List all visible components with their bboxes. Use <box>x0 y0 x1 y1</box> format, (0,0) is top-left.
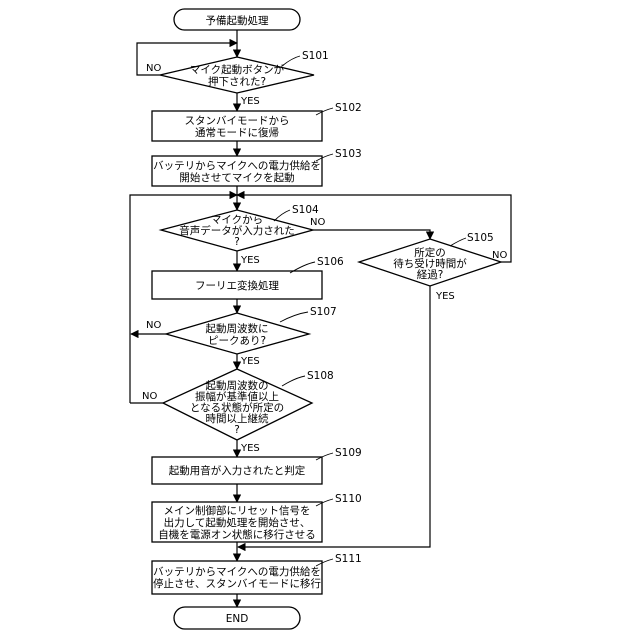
process-s106-text: フーリエ変換処理 <box>195 279 279 292</box>
text-line: 停止させ、スタンバイモードに移行 <box>153 577 321 590</box>
label-s105-no: NO <box>492 250 507 261</box>
text-line: ? <box>234 424 240 436</box>
edge-s104-no <box>313 230 430 239</box>
leader-s101 <box>282 56 300 66</box>
leader-s108 <box>282 376 305 386</box>
label-s104-yes: YES <box>240 255 260 266</box>
text-line: 開始させてマイクを起動 <box>179 171 294 184</box>
decision-s104-text: マイクから音声データが入力された? <box>179 214 295 248</box>
label-s108-no: NO <box>142 391 157 402</box>
node-texts: 予備起動処理 マイク起動ボタンが押下された? スタンバイモードから通常モードに復… <box>153 14 467 625</box>
text-line: 起動用音が入力されたと判定 <box>169 464 306 477</box>
label-s108-yes: YES <box>240 443 260 454</box>
label-s101-no: NO <box>146 63 161 74</box>
process-s110-text: メイン制御部にリセット信号を出力して起動処理を開始させ、自機を電源オン状態に移行… <box>158 504 316 541</box>
end-label: END <box>226 613 249 625</box>
text-line: 押下された? <box>208 75 266 88</box>
leader-s105 <box>450 238 466 246</box>
text-line: ピークあり? <box>208 335 266 347</box>
text-line: メイン制御部にリセット信号を <box>164 504 311 517</box>
text-line: フーリエ変換処理 <box>195 279 279 292</box>
start-label: 予備起動処理 <box>206 14 269 27</box>
step-s108: S108 <box>307 370 334 382</box>
label-s101-yes: YES <box>240 96 260 107</box>
step-s103: S103 <box>335 148 362 160</box>
step-s107: S107 <box>310 306 337 318</box>
text-line: バッテリからマイクへの電力供給を <box>153 159 321 172</box>
label-s107-no: NO <box>146 320 161 331</box>
decision-s107-text: 起動周波数にピークあり? <box>206 322 269 347</box>
text-line: 出力して起動処理を開始させ、 <box>164 516 311 529</box>
text-line: END <box>226 613 249 625</box>
step-s105: S105 <box>467 232 494 244</box>
step-s109: S109 <box>335 447 362 459</box>
step-s110: S110 <box>335 493 362 505</box>
text-line: 自機を電源オン状態に移行させる <box>158 528 316 541</box>
leader-s104 <box>274 210 290 221</box>
step-s101: S101 <box>302 50 329 62</box>
label-s105-yes: YES <box>435 291 455 302</box>
process-s109-text: 起動用音が入力されたと判定 <box>169 464 306 477</box>
step-s102: S102 <box>335 102 362 114</box>
text-line: バッテリからマイクへの電力供給を <box>153 565 321 578</box>
text-line: 通常モードに復帰 <box>195 126 279 139</box>
label-s104-no: NO <box>310 217 325 228</box>
step-s106: S106 <box>317 256 344 268</box>
text-line: 予備起動処理 <box>206 14 269 27</box>
process-s102-text: スタンバイモードから通常モードに復帰 <box>185 115 290 139</box>
text-line: マイク起動ボタンが <box>190 63 285 76</box>
label-s107-yes: YES <box>240 356 260 367</box>
step-s111: S111 <box>335 553 362 565</box>
process-s111-text: バッテリからマイクへの電力供給を停止させ、スタンバイモードに移行 <box>153 565 321 590</box>
text-line: 起動周波数に <box>206 322 269 335</box>
text-line: 経過? <box>417 268 444 281</box>
step-s104: S104 <box>292 204 319 216</box>
leader-s107 <box>280 312 308 322</box>
text-line: ? <box>234 236 240 248</box>
text-line: スタンバイモードから <box>185 115 290 127</box>
